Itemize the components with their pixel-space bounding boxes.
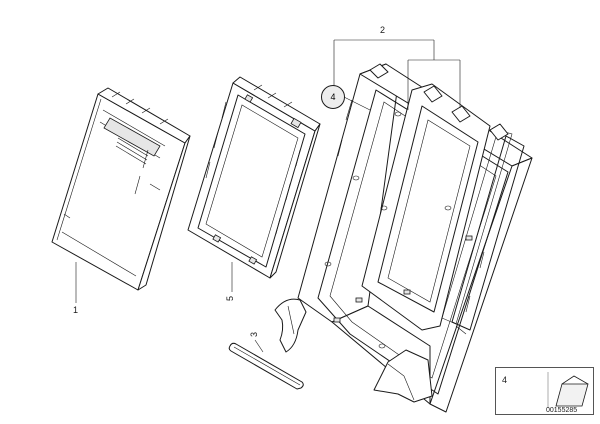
part-3-label: 3 <box>249 331 260 338</box>
part-1-label: 1 <box>73 305 79 315</box>
backrest-frame-drawing <box>274 63 533 413</box>
callout-circle-label: 4 <box>330 92 336 102</box>
leader-part-2 <box>333 39 461 110</box>
screw-inset: 4 <box>495 367 594 415</box>
leader-part-3 <box>254 339 264 353</box>
document-number: 00155285 <box>546 407 578 414</box>
backrest-pad-drawing <box>51 87 191 291</box>
part-5-label: 5 <box>225 295 236 302</box>
callout-circle: 4 <box>321 85 345 109</box>
inset-part-4-label: 4 <box>502 375 508 385</box>
trim-strip-drawing <box>228 342 304 390</box>
backrest-panel-drawing <box>187 76 321 279</box>
inset-divider <box>547 372 589 408</box>
leader-circle-4 <box>343 96 371 111</box>
part-2-label: 2 <box>380 25 386 35</box>
